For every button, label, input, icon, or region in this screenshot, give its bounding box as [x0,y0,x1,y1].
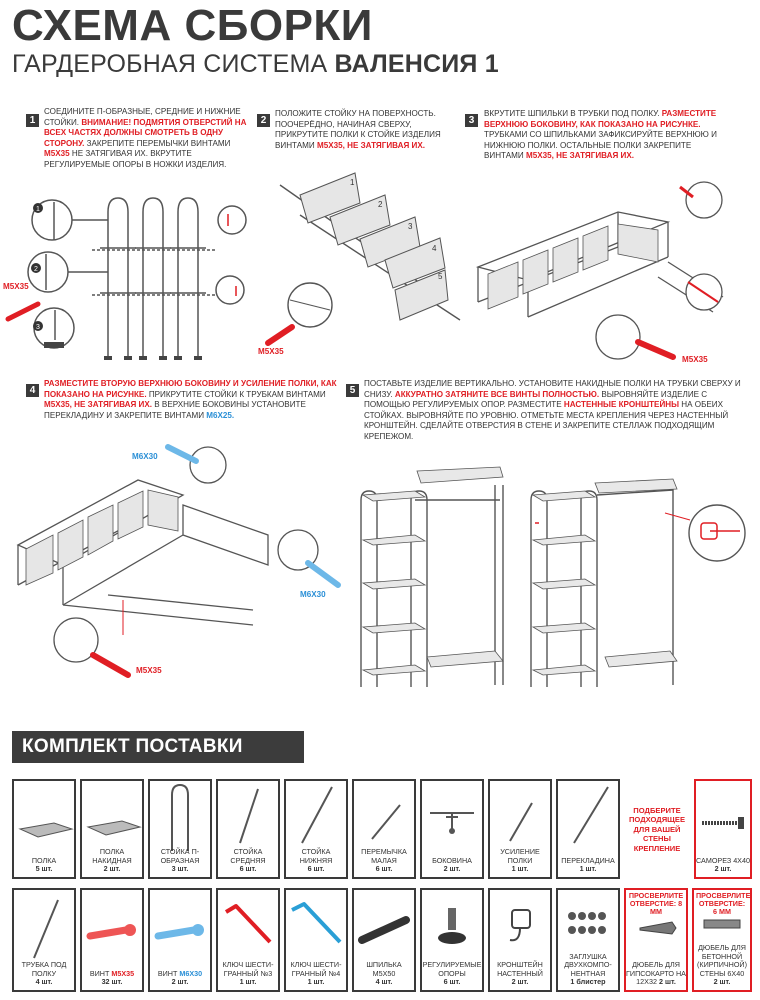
svg-text:2: 2 [378,200,383,209]
step-4-text: РАЗМЕСТИТЕ ВТОРУЮ ВЕРХНЮЮ БОКОВИНУ И УСИ… [44,379,337,420]
step-2-number: 2 [257,114,270,127]
step-1-illustration: 1 2 3 [5,197,247,360]
page-subtitle: ГАРДЕРОБНАЯ СИСТЕМА ВАЛЕНСИЯ 1 [12,50,499,78]
subtitle-model: ВАЛЕНСИЯ 1 [334,50,499,78]
step-4-illustration [16,444,341,678]
svg-text:1: 1 [350,178,355,187]
page-title: СХЕМА СБОРКИ [12,1,373,50]
step-5-number: 5 [346,384,359,397]
step-4-screw-label-bottom: M5x35 [136,666,162,675]
step-3-illustration [475,181,724,360]
svg-text:3: 3 [36,324,40,331]
svg-text:2: 2 [34,266,38,273]
step-3-number: 3 [465,114,478,127]
step-2-screw-label: M5x35 [258,347,284,356]
svg-text:1: 1 [36,206,40,213]
step-1-screw-label: M5x35 [3,282,29,291]
step-4-screw-label-right: M6x30 [300,590,326,599]
step-3-text: ВКРУТИТЕ ШПИЛЬКИ В ТРУБКИ ПОД ПОЛКУ. РАЗ… [484,109,717,161]
step-5-text: ПОСТАВЬТЕ ИЗДЕЛИЕ ВЕРТИКАЛЬНО. УСТАНОВИТ… [364,379,741,441]
step-4-screw-label-top: M6x30 [132,452,158,461]
subtitle-prefix: ГАРДЕРОБНАЯ СИСТЕМА [12,50,328,78]
kit-item-screw-m5x35: ВИНТ M5x3532 шт. [80,888,144,992]
step-2-text: ПОЛОЖИТЕ СТОЙКУ НА ПОВЕРХНОСТЬ. ПООЧЕРЁД… [275,109,441,150]
kit-item-screw-m6x30: ВИНТ M6x302 шт. [148,888,212,992]
step-2-illustration: 1 2 3 4 5 [265,172,461,346]
kit-item-drywall-dowel: ПРОСВЕРЛИТЕ ОТВЕРСТИЕ: 8 ММ ДЮБЕЛЬ ДЛЯ Г… [624,888,688,992]
kit-item-self-tapping-screw: САМОРЕЗ 4x402 шт. [694,779,752,879]
svg-text:4: 4 [432,244,437,253]
step-3-screw-label: M5x35 [682,355,708,364]
step-4-number: 4 [26,384,39,397]
kit-wall-mount-note: ПОДБЕРИТЕ ПОДХОДЯЩЕЕ ДЛЯ ВАШЕЙ СТЕНЫ КРЕ… [628,806,686,853]
svg-text:5: 5 [438,272,443,281]
step-1-text: СОЕДИНИТЕ П-ОБРАЗНЫЕ, СРЕДНИЕ И НИЖНИЕ С… [44,107,247,169]
kit-item-concrete-dowel: ПРОСВЕРЛИТЕ ОТВЕРСТИЕ: 6 ММ ДЮБЕЛЬ ДЛЯ Б… [692,888,752,992]
kit-section-title: КОМПЛЕКТ ПОСТАВКИ [12,731,304,763]
kit-item-stud-m5x50: ШПИЛЬКА M5x504 шт. [352,888,416,992]
step-1-number: 1 [26,114,39,127]
svg-text:3: 3 [408,222,413,231]
step-5-illustration [360,466,746,687]
